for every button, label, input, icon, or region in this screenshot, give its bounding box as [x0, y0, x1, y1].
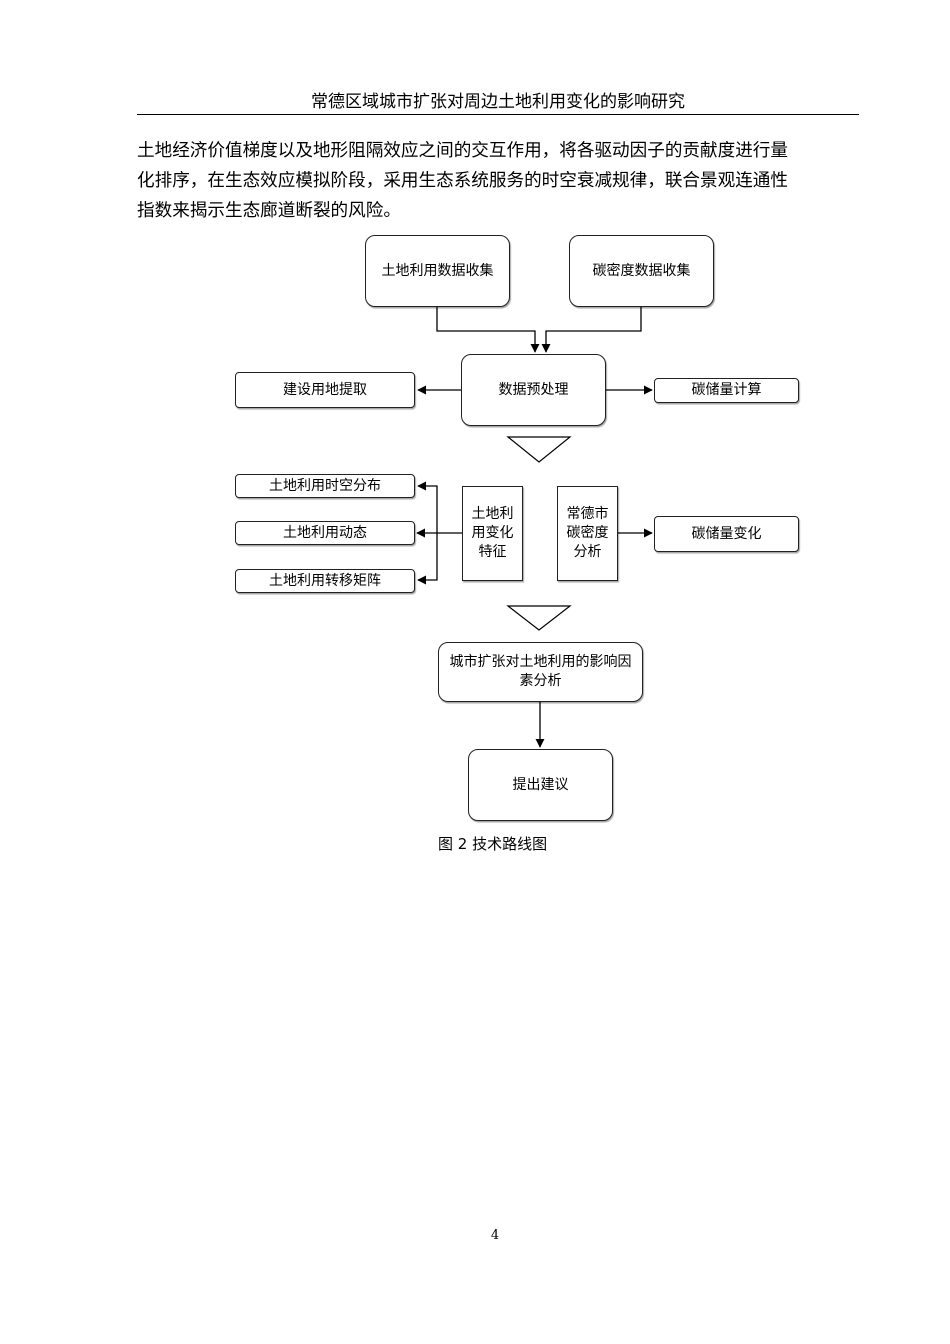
connector-landuse-to-preprocess: [436, 307, 540, 353]
influence-factors-label: 城市扩张对土地利用的影响因素分析: [449, 654, 632, 689]
down-triangle-1: [506, 436, 572, 463]
land-use-data-box: 土地利用数据收集: [365, 235, 510, 307]
construction-land-box: 建设用地提取: [235, 372, 415, 408]
page-number: 4: [490, 1228, 500, 1243]
paragraph-line-3: 指数来揭示生态廊道断裂的风险。: [137, 201, 401, 221]
connector-branch-spatiotemporal: [417, 481, 438, 533]
transfer-matrix-box: 土地利用转移矩阵: [235, 569, 415, 593]
connector-branch-transfer: [417, 533, 438, 585]
density-analysis-label: 常德市碳密度分析: [566, 506, 609, 560]
suggestions-label: 提出建议: [512, 776, 569, 793]
paragraph-line-2: 化排序，在生态效应模拟阶段，采用生态系统服务的时空衰减规律，联合景观连通性: [137, 171, 788, 191]
dynamics-label: 土地利用动态: [283, 524, 367, 541]
preprocess-box: 数据预处理: [461, 354, 606, 426]
running-header: 常德区域城市扩张对周边土地利用变化的影响研究: [137, 90, 859, 115]
spatiotemporal-box: 土地利用时空分布: [235, 474, 415, 498]
land-use-data-label: 土地利用数据收集: [381, 262, 494, 279]
dynamics-box: 土地利用动态: [235, 521, 415, 545]
carbon-density-data-label: 碳密度数据收集: [592, 262, 691, 279]
carbon-storage-calc-box: 碳储量计算: [654, 378, 799, 403]
connector-carbon-to-preprocess: [541, 307, 642, 353]
preprocess-label: 数据预处理: [498, 381, 569, 398]
carbon-change-box: 碳储量变化: [654, 516, 799, 552]
change-features-box: 土地利用变化特征: [462, 486, 523, 581]
figure-caption: 图 2 技术路线图: [438, 835, 548, 853]
carbon-storage-calc-label: 碳储量计算: [691, 382, 762, 398]
density-analysis-box: 常德市碳密度分析: [557, 486, 618, 581]
down-triangle-2: [506, 605, 572, 631]
influence-factors-box: 城市扩张对土地利用的影响因素分析: [438, 642, 643, 702]
body-paragraph: 土地经济价值梯度以及地形阻隔效应之间的交互作用，将各驱动因子的贡献度进行量 化排…: [137, 136, 859, 226]
carbon-change-label: 碳储量变化: [691, 525, 762, 542]
transfer-matrix-label: 土地利用转移矩阵: [269, 572, 381, 589]
spatiotemporal-label: 土地利用时空分布: [269, 477, 381, 494]
construction-land-label: 建设用地提取: [283, 381, 367, 398]
change-features-label: 土地利用变化特征: [471, 506, 514, 560]
carbon-density-data-box: 碳密度数据收集: [569, 235, 714, 307]
suggestions-box: 提出建议: [468, 749, 613, 821]
paragraph-line-1: 土地经济价值梯度以及地形阻隔效应之间的交互作用，将各驱动因子的贡献度进行量: [137, 141, 788, 161]
